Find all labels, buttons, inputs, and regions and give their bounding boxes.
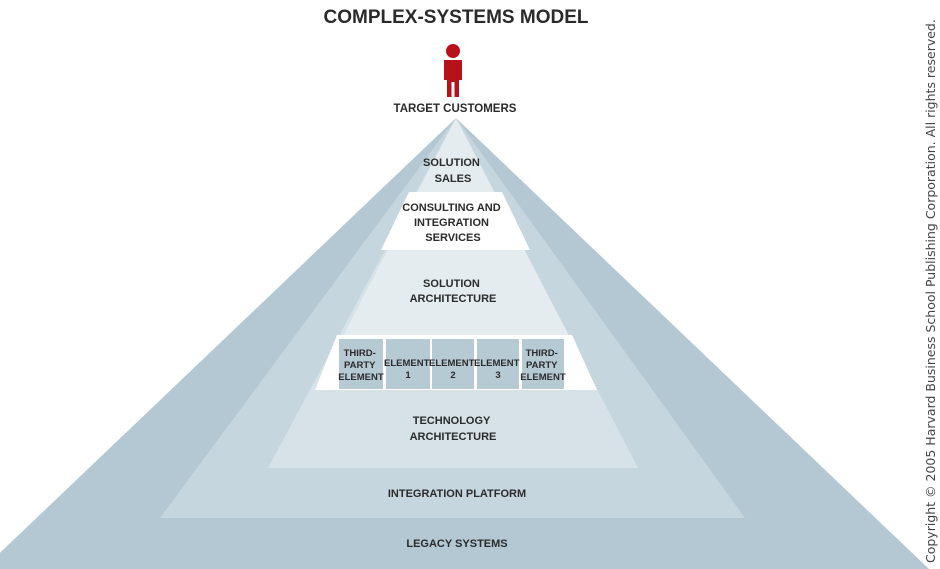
element-1-box [386, 339, 430, 389]
element-label-third-party-left: THIRD- PARTY ELEMENT [338, 348, 384, 383]
integration-platform-label: INTEGRATION PLATFORM [388, 488, 526, 500]
third-party-element-left-box [339, 339, 383, 389]
technology-architecture-label: TECHNOLOGY ARCHITECTURE [410, 415, 497, 443]
solution-sales-label: SOLUTION SALES [423, 157, 483, 185]
solution-sales-layer [315, 118, 597, 390]
element-boxes [339, 339, 564, 389]
element-3-box [477, 339, 519, 389]
solution-architecture-label: SOLUTION ARCHITECTURE [410, 278, 497, 305]
person-icon [444, 44, 462, 97]
consulting-integration-label: CONSULTING AND INTEGRATION SERVICES [402, 202, 503, 244]
target-customers-label: TARGET CUSTOMERS [394, 103, 517, 115]
element-label-1: ELEMENT 1 [384, 358, 432, 381]
element-label-third-party-right: THIRD- PARTY ELEMENT [520, 348, 566, 383]
legacy-systems-label: LEGACY SYSTEMS [406, 538, 507, 550]
third-party-element-right-box [522, 339, 564, 389]
element-2-box [432, 339, 474, 389]
element-label-3: ELEMENT 3 [474, 358, 522, 381]
consulting-integration-layer [381, 192, 530, 250]
diagram-title: COMPLEX-SYSTEMS MODEL [324, 7, 589, 28]
element-label-2: ELEMENT 2 [429, 358, 477, 381]
copyright-notice: Copyright © 2005 Harvard Business School… [923, 19, 938, 563]
